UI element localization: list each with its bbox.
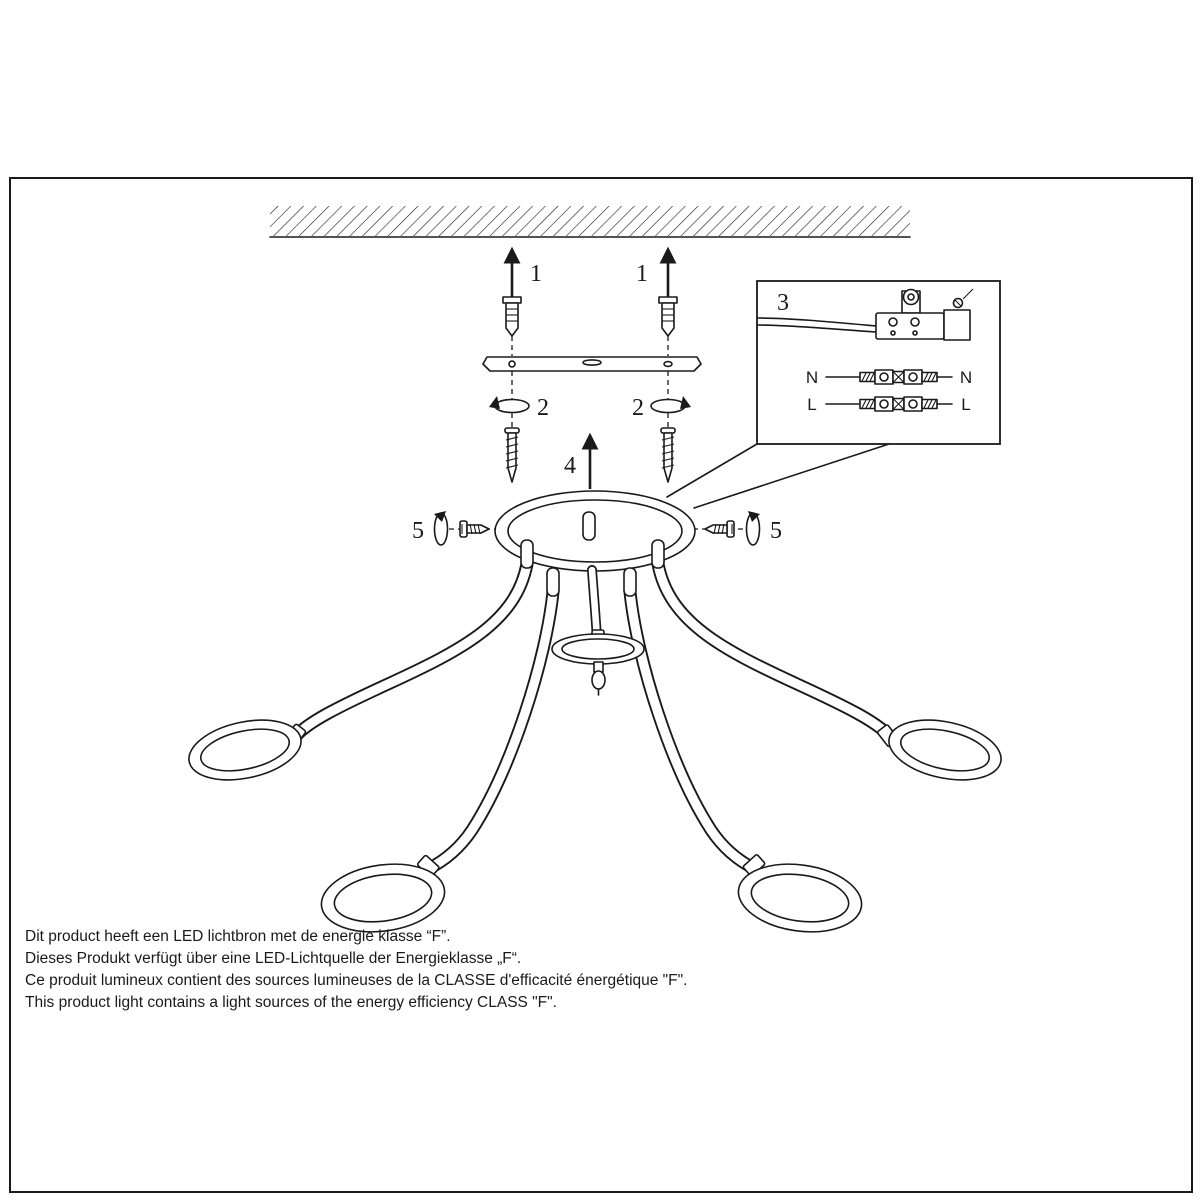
step-1-label-right: 1 [636, 261, 648, 287]
note-line-fr: Ce produit lumineux contient des sources… [25, 972, 687, 989]
side-screw-left [459, 520, 490, 538]
step-2-label-left: 2 [537, 395, 549, 421]
callout-line-2 [693, 443, 890, 509]
step-5-label-right: 5 [770, 518, 782, 544]
lamp-arms [289, 557, 896, 876]
wall-plug-left [502, 296, 522, 337]
wire-row-l: L L [807, 395, 970, 414]
wire-l-right-label: L [961, 395, 970, 414]
mains-cable [757, 317, 877, 327]
led-disc-far-left [188, 719, 307, 781]
wire-l-left-label: L [807, 395, 816, 414]
note-line-nl: Dit product heeft een LED lichtbron met … [25, 928, 451, 945]
callout-line-1 [666, 443, 758, 498]
step-3-label: 3 [777, 290, 789, 316]
screw-right [660, 427, 676, 483]
rotation-indicator-side-left [433, 511, 449, 546]
finial-knob [591, 670, 606, 690]
mounting-bracket [482, 356, 702, 372]
center-led-disc [551, 629, 645, 696]
led-disc-lower-left [320, 854, 446, 933]
terminal-block [875, 288, 974, 341]
side-screw-right [704, 520, 735, 538]
step-2-label-right: 2 [632, 395, 644, 421]
wire-n-right-label: N [960, 368, 972, 387]
rotation-indicator-left [489, 396, 530, 414]
page-border [9, 177, 1193, 1193]
ceiling-hatch [269, 206, 911, 238]
led-disc-lower-right [737, 854, 863, 933]
led-disc-far-right [876, 719, 1002, 781]
step-5-label-left: 5 [412, 518, 424, 544]
screw-left [504, 427, 520, 483]
wiring-detail-box: 3 N [666, 280, 1001, 509]
note-line-de: Dieses Produkt verfügt über eine LED-Lic… [25, 950, 521, 967]
wire-n-left-label: N [806, 368, 818, 387]
step-1-label-left: 1 [530, 261, 542, 287]
wire-row-n: N N [806, 368, 972, 387]
rotation-indicator-side-right [745, 511, 761, 546]
rotation-indicator-right [650, 396, 691, 414]
step-4-label: 4 [564, 453, 576, 479]
note-line-en: This product light contains a light sour… [25, 994, 557, 1011]
energy-class-notes: Dit product heeft een LED lichtbron met … [25, 928, 687, 1011]
arm-sockets [520, 511, 665, 597]
wall-plug-right [658, 296, 678, 337]
